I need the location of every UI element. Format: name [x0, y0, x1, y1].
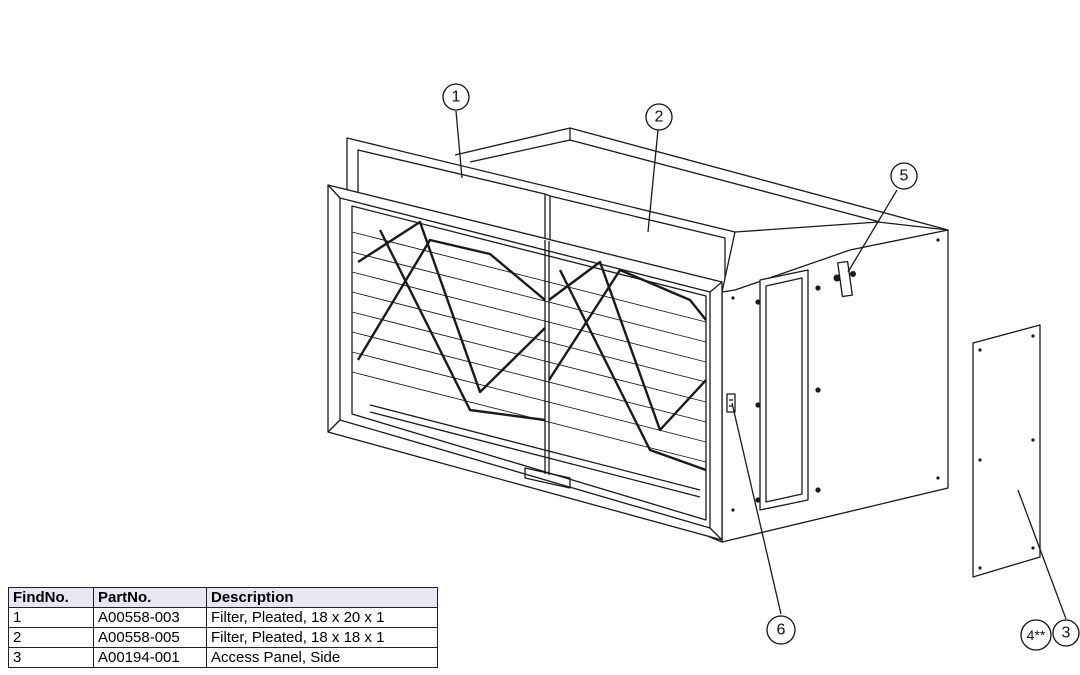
- leader-line-2: [647, 129, 659, 233]
- leader-line-5: [847, 189, 898, 273]
- callout-1: 1: [442, 83, 470, 111]
- cell-partno: A00558-005: [93, 627, 207, 648]
- cell-findno: 3: [8, 647, 94, 668]
- cell-description: Filter, Pleated, 18 x 20 x 1: [206, 607, 438, 628]
- header-findno: FindNo.: [8, 587, 94, 608]
- callout-6-label: 6: [777, 622, 786, 639]
- cell-partno: A00558-003: [93, 607, 207, 628]
- leader-line-6: [731, 402, 782, 615]
- side-access-panel: [972, 324, 1041, 578]
- leader-line-3: [1017, 489, 1067, 620]
- callout-3-label: 3: [1062, 625, 1071, 642]
- callout-2: 2: [645, 103, 673, 131]
- callout-2-label: 2: [655, 109, 664, 126]
- callout-4-label: 4**: [1027, 627, 1046, 643]
- header-description: Description: [206, 587, 438, 608]
- callout-4: 4**: [1020, 619, 1052, 651]
- header-partno: PartNo.: [93, 587, 207, 608]
- leader-line-1: [455, 110, 463, 179]
- parts-list-table: FindNo. PartNo. Description 1 A00558-003…: [8, 587, 438, 668]
- callout-6: 6: [766, 615, 796, 645]
- table-row: 2 A00558-005 Filter, Pleated, 18 x 18 x …: [8, 627, 438, 648]
- cell-description: Filter, Pleated, 18 x 18 x 1: [206, 627, 438, 648]
- cell-description: Access Panel, Side: [206, 647, 438, 668]
- cabinet-housing: [454, 127, 949, 543]
- table-row: 3 A00194-001 Access Panel, Side: [8, 647, 438, 668]
- table-row: 1 A00558-003 Filter, Pleated, 18 x 20 x …: [8, 607, 438, 628]
- callout-5: 5: [890, 162, 918, 190]
- cell-partno: A00194-001: [93, 647, 207, 668]
- callout-1-label: 1: [452, 89, 461, 106]
- callout-5-label: 5: [900, 168, 909, 185]
- front-filter-frame: [327, 184, 723, 541]
- table-header-row: FindNo. PartNo. Description: [8, 587, 438, 608]
- cell-findno: 1: [8, 607, 94, 628]
- callout-3: 3: [1052, 619, 1080, 647]
- cell-findno: 2: [8, 627, 94, 648]
